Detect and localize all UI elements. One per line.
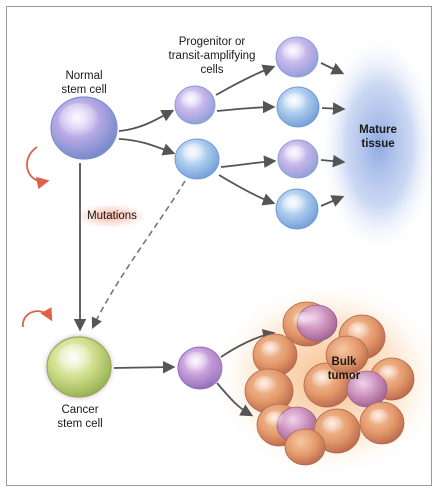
bulk-tumor-cluster (244, 301, 415, 466)
label-progenitor-line2: transit-amplifying (168, 50, 256, 62)
dashed-arrow-progenitor-to-cancer (91, 180, 186, 330)
mutations-glow (75, 204, 147, 228)
mature-tissue-region (319, 33, 431, 257)
normal-stem-cell (50, 96, 118, 160)
cancer-stem-cell (41, 331, 117, 403)
arrow-progenitor-to-mature-3 (220, 155, 277, 168)
arrow-daughter-to-tumor-upper (220, 329, 276, 358)
cell-hierarchy-diagram (22, 33, 431, 479)
label-bulk-line2: tumor (327, 370, 361, 382)
arrow-mature-4-to-tissue (320, 195, 345, 207)
label-cancer-stem-cell: Cancer stem cell (45, 403, 115, 431)
label-cancer-line2: stem cell (57, 418, 103, 430)
self-renewal-arrow-normal (26, 146, 50, 190)
arrow-normal-to-progenitor-upper (118, 109, 175, 132)
label-progenitor-line3: cells (200, 64, 224, 76)
mature-cell-1 (275, 36, 319, 78)
label-mature-tissue: Mature tissue (343, 123, 413, 151)
label-normal-stem-cell: Normal stem cell (47, 69, 121, 97)
label-mutations-text: Mutations (87, 210, 137, 222)
label-bulk-tumor: Bulk tumor (319, 355, 369, 383)
label-mature-line1: Mature (359, 124, 397, 136)
arrow-progenitor-to-mature-1 (215, 64, 276, 96)
label-cancer-line1: Cancer (61, 404, 99, 416)
label-mutations: Mutations (81, 209, 143, 223)
label-bulk-line1: Bulk (331, 356, 357, 368)
label-progenitor-line1: Progenitor or (178, 36, 246, 48)
arrow-mature-2-to-tissue (321, 102, 346, 115)
arrow-mature-3-to-tissue (320, 154, 346, 168)
label-progenitor: Progenitor or transit-amplifying cells (157, 35, 267, 77)
mature-cell-3 (277, 139, 319, 179)
arrow-daughter-to-tumor-lower (216, 382, 254, 417)
arrow-cancer-to-daughter (113, 360, 176, 374)
label-normal-line1: Normal (65, 70, 103, 82)
mature-cell-4 (275, 188, 319, 230)
arrow-mature-1-to-tissue (320, 62, 345, 75)
figure-frame: Progenitor or transit-amplifying cells N… (6, 6, 432, 486)
arrow-normal-to-progenitor-lower (118, 138, 176, 156)
progenitor-cell-upper (174, 85, 216, 125)
mature-cell-2 (276, 86, 320, 128)
label-normal-line2: stem cell (61, 84, 107, 96)
tumor-daughter-cell (177, 346, 223, 390)
arrow-progenitor-to-mature-4 (218, 174, 276, 206)
progenitor-cell-lower (174, 138, 220, 180)
self-renewal-arrow-cancer (22, 307, 53, 328)
label-mature-line2: tissue (361, 138, 395, 150)
arrow-progenitor-to-mature-2 (216, 100, 276, 114)
